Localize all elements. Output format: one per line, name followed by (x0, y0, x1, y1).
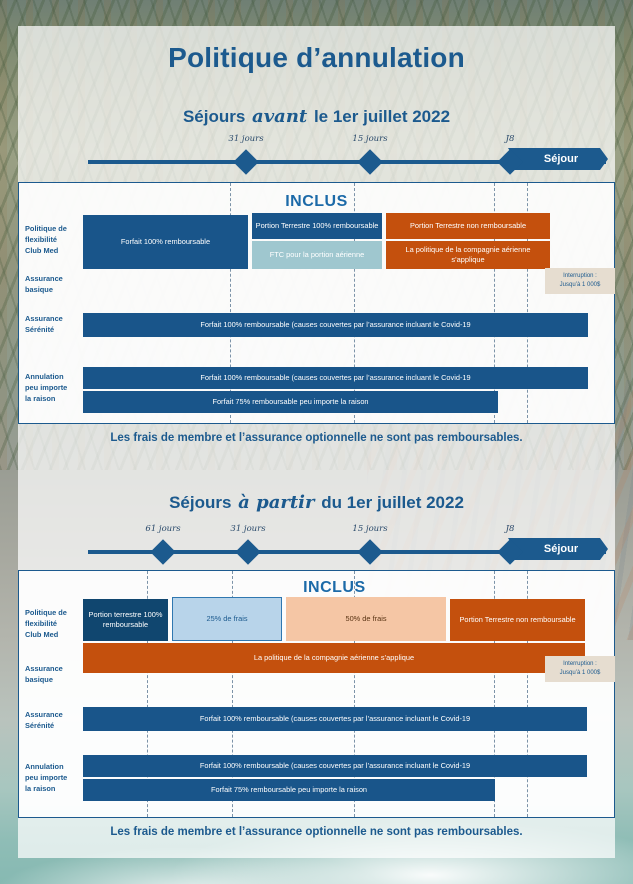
policy-bar: Forfait 100% remboursable (83, 215, 248, 269)
timeline-axis (88, 160, 606, 164)
grid-guide-line (230, 183, 231, 423)
timeline-diamond (233, 149, 259, 175)
timeline-tick-label: 15 jours (352, 524, 388, 534)
timeline-tick-label: 15 jours (352, 134, 388, 144)
policy-bar: Portion Terrestre non remboursable (450, 599, 585, 641)
policy-bar: Forfait 75% remboursable peu importe la … (83, 391, 498, 413)
section1-footnote: Les frais de membre et l’assurance optio… (110, 432, 523, 444)
section1-title-suffix: le 1er juillet 2022 (313, 107, 451, 126)
policy-bar: 25% de frais (172, 597, 282, 641)
section2-inclus-label: INCLUS (303, 579, 366, 596)
policy-bar: Forfait 100% remboursable (causes couver… (83, 707, 587, 731)
policy-bar: Interruption : Jusqu’à 1 000$ (545, 268, 615, 294)
bar-text-line2: Jusqu’à 1 000$ (559, 282, 601, 288)
policy-bar: Forfait 100% remboursable (causes couver… (83, 313, 588, 337)
section1-timeline: Séjour 31 jours 15 jours J8 (0, 134, 633, 178)
grid-guide-line (232, 571, 233, 817)
section2-sejour-marker: Séjour (508, 538, 608, 560)
grid-guide-line (494, 571, 495, 817)
section2-title: Séjours à partir du 1er juillet 2022 (0, 492, 633, 513)
bar-text-line2: Jusqu’à 1 000$ (559, 670, 601, 676)
timeline-diamond (357, 539, 383, 565)
section2-footnote: Les frais de membre et l’assurance optio… (110, 826, 523, 838)
policy-bar: Portion Terrestre non remboursable (386, 213, 550, 239)
section2-title-script: à partir (238, 492, 315, 513)
section2-timeline: Séjour 61 jours 31 jours 15 jours J8 (0, 524, 633, 568)
section2-title-suffix: du 1er juillet 2022 (321, 493, 464, 512)
timeline-tick-label: J8 (505, 134, 515, 144)
grid-guide-line (354, 183, 355, 423)
section1-inclus-label: INCLUS (285, 193, 348, 210)
timeline-tick-label: J8 (505, 524, 515, 534)
policy-bar: La politique de la compagnie aérienne s’… (386, 241, 550, 269)
timeline-diamond (150, 539, 176, 565)
bar-text-line1: Interruption : (563, 273, 597, 280)
page-title: Politique d’annulation (168, 42, 465, 73)
grid-guide-line (354, 571, 355, 817)
section1-sejour-marker: Séjour (508, 148, 608, 170)
grid-guide-line (147, 571, 148, 817)
policy-bar: Forfait 100% remboursable (causes couver… (83, 367, 588, 389)
policy-bar: Portion terrestre 100% remboursable (83, 599, 168, 641)
section1-title-script: avant (252, 106, 308, 127)
policy-bar: Forfait 75% remboursable peu importe la … (83, 779, 495, 801)
timeline-axis (88, 550, 606, 554)
bar-text-line1: Interruption : (563, 661, 597, 668)
section1-title: Séjours avant le 1er juillet 2022 (0, 106, 633, 127)
timeline-diamond (357, 149, 383, 175)
policy-bar: FTC pour la portion aérienne (252, 241, 382, 269)
section2-title-prefix: Séjours (169, 493, 232, 512)
section1-title-prefix: Séjours (182, 107, 246, 126)
timeline-tick-label: 31 jours (230, 524, 266, 534)
timeline-tick-label: 61 jours (145, 524, 181, 534)
policy-bar: 50% de frais (286, 597, 446, 641)
grid-guide-line (527, 183, 528, 423)
policy-bar: Interruption : Jusqu’à 1 000$ (545, 656, 615, 682)
grid-guide-line (527, 571, 528, 817)
grid-guide-line (494, 183, 495, 423)
timeline-tick-label: 31 jours (228, 134, 264, 144)
timeline-diamond (235, 539, 261, 565)
policy-bar: La politique de la compagnie aérienne s’… (83, 643, 585, 673)
policy-bar: Portion Terrestre 100% remboursable (252, 213, 382, 239)
policy-bar: Forfait 100% remboursable (causes couver… (83, 755, 587, 777)
